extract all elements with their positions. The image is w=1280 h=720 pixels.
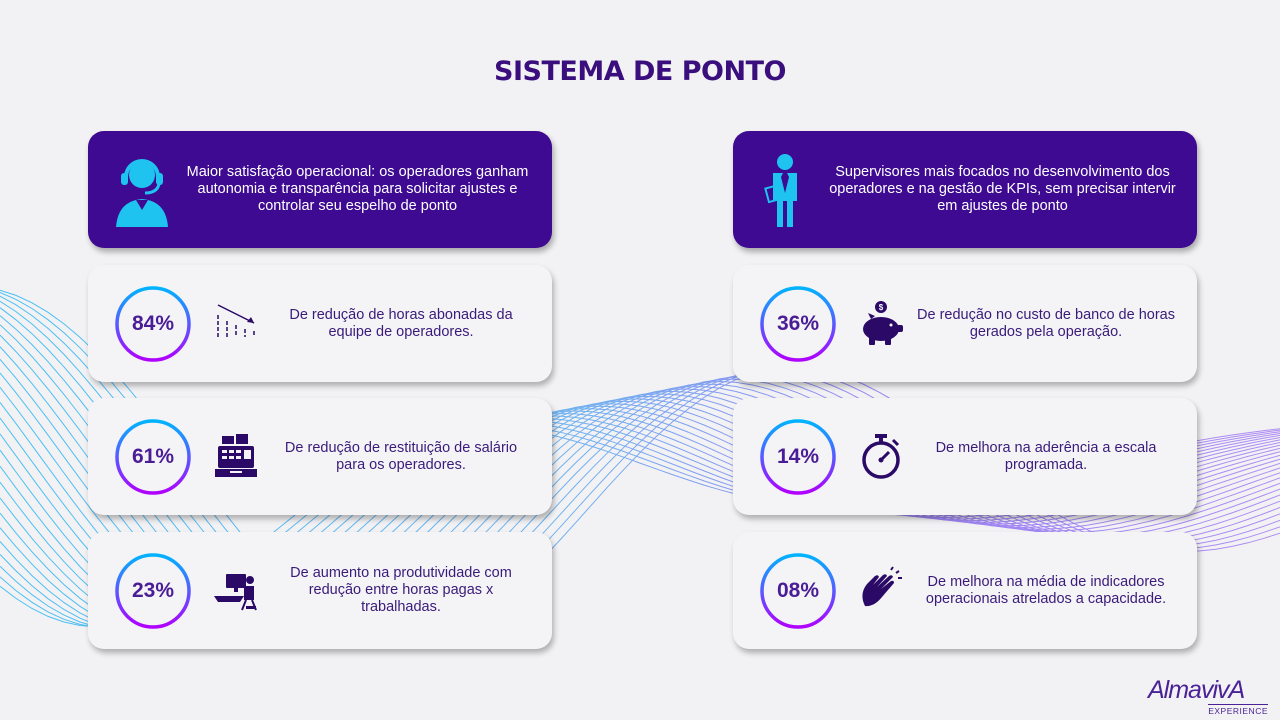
stat-description: De aumento na produtividade com redução …: [290, 565, 512, 615]
page-title: SISTEMA DE PONTO: [494, 56, 786, 87]
percent-ring: [760, 419, 836, 495]
stat-description: De redução no custo de banco de horas ge…: [917, 306, 1175, 340]
stat-card-schedule-adherence: 14% De melhora na aderência a escala pro…: [733, 398, 1197, 515]
stat-card-hours-reduction: 84% De redução de horas abonadas da equi…: [88, 265, 552, 382]
stopwatch-icon: [862, 434, 900, 479]
logo-brand: AlmavivA: [1148, 676, 1245, 704]
operators-header-card: Maior satisfação operacional: os operado…: [88, 131, 552, 248]
stat-description: De redução de horas abonadas da equipe d…: [289, 306, 513, 340]
almaviva-logo: AlmavivA EXPERIENCE: [1148, 676, 1268, 716]
percent-ring: [115, 553, 191, 629]
piggy-bank-icon: $: [863, 301, 903, 345]
percent-ring: [760, 286, 836, 362]
percent-ring: [760, 553, 836, 629]
percent-value: 61%: [131, 445, 175, 468]
clapping-hands-icon: [862, 566, 902, 607]
stat-card-operational-indicators: 08% De melhora na média de indicadores o…: [733, 532, 1197, 649]
call-center-agent-icon: [116, 159, 168, 227]
percent-value: 14%: [776, 445, 820, 468]
supervisors-header-card: Supervisores mais focados no desenvolvim…: [733, 131, 1197, 248]
stat-description: De melhora na aderência a escala program…: [935, 439, 1157, 473]
stat-description: De melhora na média de indicadores opera…: [925, 573, 1167, 607]
percent-value: 84%: [131, 312, 175, 335]
cash-register-icon: [215, 434, 257, 477]
supervisors-header-text: Supervisores mais focados no desenvolvim…: [829, 164, 1176, 214]
desk-worker-icon: [214, 574, 257, 611]
supervisor-icon: [764, 154, 797, 227]
stat-card-hour-bank-cost: 36% $ De redução no custo de banco de ho…: [733, 265, 1197, 382]
svg-text:$: $: [879, 303, 884, 312]
percent-value: 23%: [131, 579, 175, 602]
stat-description: De redução de restituição de salário par…: [284, 439, 518, 473]
declining-chart-icon: [217, 304, 255, 337]
percent-ring: [115, 419, 191, 495]
stat-card-salary-restitution: 61% De redução de restituição de salário…: [88, 398, 552, 515]
percent-value: 36%: [776, 312, 820, 335]
stat-card-productivity: 23% De aumento na produtividade com redu…: [88, 532, 552, 649]
percent-ring: [115, 286, 191, 362]
wave-line: [0, 295, 1280, 646]
percent-value: 08%: [776, 579, 820, 602]
logo-subtitle: EXPERIENCE: [1208, 704, 1268, 716]
operators-header-text: Maior satisfação operacional: os operado…: [186, 164, 529, 214]
